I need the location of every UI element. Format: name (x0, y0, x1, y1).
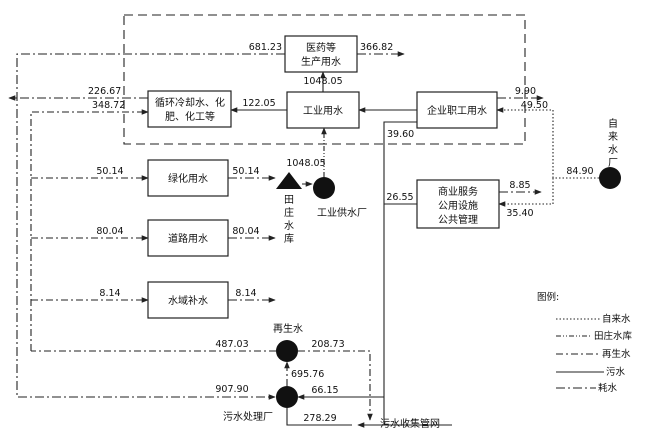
label-reclaimed: 再生水 (273, 322, 303, 335)
svg-text:水: 水 (284, 220, 294, 232)
svg-text:水域补水: 水域补水 (168, 294, 208, 307)
svg-text:水: 水 (608, 144, 618, 156)
tap-plant-node (599, 167, 621, 189)
flow-value-1048a: 1048.05 (303, 76, 342, 87)
label-tianzhuang: 田 庄 水 库 (284, 195, 294, 245)
flow-line-20873 (298, 350, 373, 421)
node-cooling: 循环冷却水、化 肥、化工等 (147, 90, 232, 128)
sewage-plant-node (276, 386, 298, 408)
legend-label-sewage: 污水 (606, 366, 626, 378)
flow-value-990: 9.90 (515, 86, 536, 97)
legend-title: 图例: (537, 291, 559, 303)
svg-text:绿化用水: 绿化用水 (168, 172, 208, 185)
flow-value-226: 226.67 (88, 86, 121, 97)
reclaimed-node (276, 340, 298, 362)
label-tap-plant: 自 来 水 厂 (608, 117, 618, 169)
flow-line-3960 (357, 121, 417, 428)
reservoir-triangle (276, 172, 302, 189)
flow-value-69576: 695.76 (291, 369, 324, 380)
node-commercial: 商业服务 公用设施 公共管理 (416, 179, 500, 229)
label-sewage-plant: 污水处理厂 (223, 411, 273, 423)
flow-line-4950 (496, 107, 554, 178)
svg-text:生产用水: 生产用水 (301, 55, 341, 68)
flow-value-27829: 278.29 (303, 413, 336, 424)
label-sewer-network: 污水收集管网 (380, 417, 440, 430)
flow-value-814a: 8.14 (99, 288, 120, 299)
svg-text:肥、化工等: 肥、化工等 (165, 110, 215, 123)
svg-text:库: 库 (284, 232, 294, 245)
node-road: 道路用水 (147, 219, 229, 257)
svg-text:商业服务: 商业服务 (438, 185, 478, 198)
flow-value-5014a: 50.14 (96, 166, 123, 177)
flow-value-8004b: 80.04 (232, 226, 259, 237)
svg-text:公共管理: 公共管理 (438, 213, 478, 226)
label-industrial-plant: 工业供水厂 (317, 206, 367, 219)
svg-text:厂: 厂 (608, 158, 618, 169)
flow-value-3540: 35.40 (506, 208, 533, 219)
legend-label-consumption: 耗水 (598, 382, 618, 394)
flow-value-6615: 66.15 (311, 385, 338, 396)
svg-text:庄: 庄 (284, 206, 294, 219)
node-staff: 企业职工用水 (416, 91, 498, 129)
flow-value-4950: 49.50 (521, 100, 548, 111)
node-industrial: 工业用水 (286, 91, 360, 129)
flow-value-681: 681.23 (249, 42, 282, 53)
flow-value-348: 348.72 (92, 100, 125, 111)
svg-text:企业职工用水: 企业职工用水 (427, 104, 487, 117)
flow-value-20873: 208.73 (311, 339, 344, 350)
svg-text:医药等: 医药等 (306, 41, 336, 54)
node-medical: 医药等 生产用水 (284, 35, 358, 73)
legend: 图例: 自来水 田庄水库 再生水 污水 耗水 (537, 291, 633, 394)
svg-text:循环冷却水、化: 循环冷却水、化 (155, 96, 225, 109)
flow-value-366: 366.82 (360, 42, 393, 53)
industrial-plant-node (313, 177, 335, 199)
svg-text:自: 自 (608, 117, 618, 130)
svg-text:来: 来 (608, 131, 618, 143)
flow-line-27829 (286, 408, 352, 426)
flow-value-5014b: 50.14 (232, 166, 259, 177)
flow-line-681 (16, 53, 285, 400)
flow-value-3960: 39.60 (387, 129, 414, 140)
flow-value-48703: 487.03 (215, 339, 248, 350)
flow-value-885: 8.85 (509, 180, 530, 191)
flow-value-2655: 26.55 (386, 192, 413, 203)
flow-value-90790: 907.90 (215, 384, 248, 395)
svg-text:工业用水: 工业用水 (303, 105, 343, 117)
flow-line-3540 (498, 178, 554, 207)
svg-text:田: 田 (284, 195, 294, 206)
flow-value-1048b: 1048.05 (286, 158, 325, 169)
svg-text:道路用水: 道路用水 (168, 232, 208, 245)
legend-label-reservoir: 田庄水库 (594, 330, 633, 342)
flow-value-814b: 8.14 (235, 288, 256, 299)
flow-value-8490: 84.90 (566, 166, 593, 177)
legend-label-reclaimed: 再生水 (602, 348, 631, 360)
svg-text:公用设施: 公用设施 (438, 199, 478, 212)
flow-value-8004a: 80.04 (96, 226, 123, 237)
node-greening: 绿化用水 (147, 159, 229, 197)
node-waterbody: 水域补水 (147, 281, 229, 319)
legend-label-tap: 自来水 (602, 313, 631, 325)
flow-value-122: 122.05 (242, 98, 275, 109)
flow-line-348 (30, 109, 149, 351)
